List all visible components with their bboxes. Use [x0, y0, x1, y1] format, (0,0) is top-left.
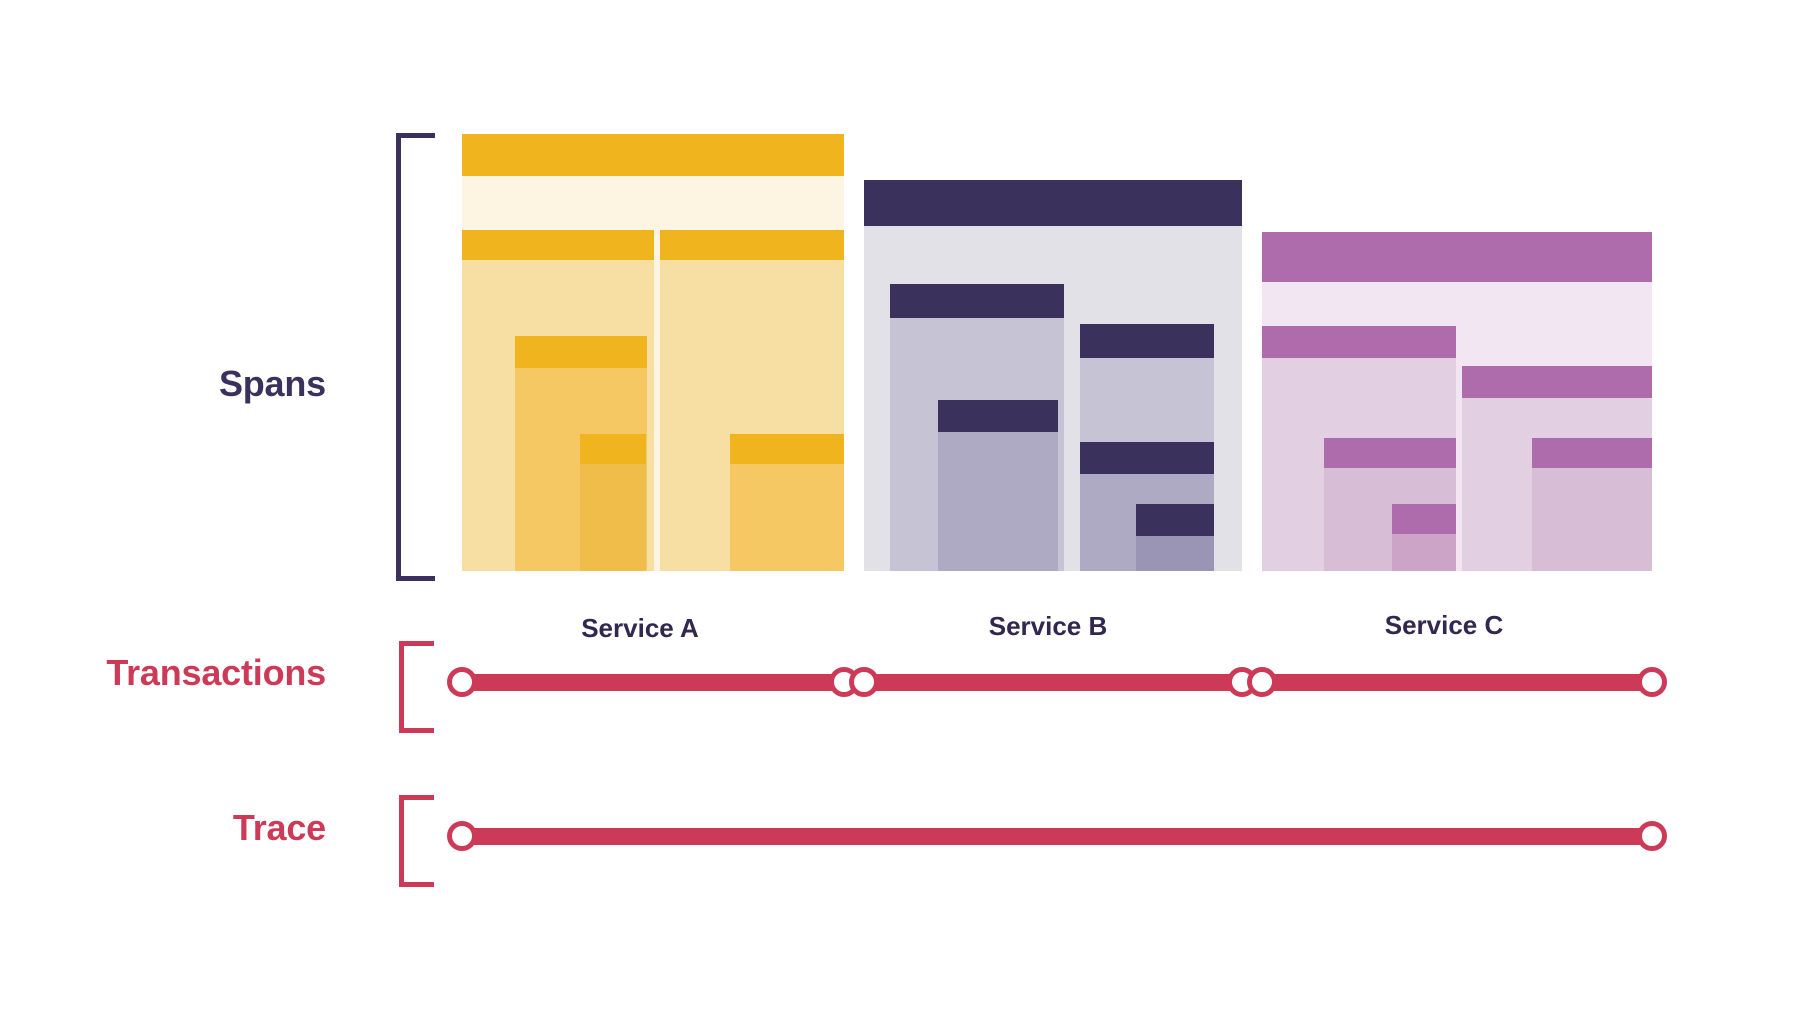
span-header	[1324, 438, 1456, 468]
service-caption-3: Service C	[1384, 610, 1504, 640]
trace-row-label: Trace	[232, 807, 326, 848]
span-header	[1080, 442, 1214, 474]
span-header	[1136, 504, 1214, 536]
transaction-2-bar	[864, 674, 1242, 691]
span-header	[515, 336, 647, 368]
transactions-row-label: Transactions	[106, 652, 326, 693]
transaction-3-end-node[interactable]	[1637, 667, 1667, 697]
transaction-1-bar	[462, 674, 844, 691]
span-header	[1392, 504, 1456, 534]
span-header	[864, 180, 1242, 226]
span-header	[1262, 232, 1652, 282]
transaction-3-bar	[1262, 674, 1652, 691]
service-caption-1: Service A	[581, 613, 699, 643]
span-header	[580, 434, 646, 464]
span-header	[1532, 438, 1652, 468]
span-header	[730, 434, 844, 464]
transaction-3-start-node[interactable]	[1247, 667, 1277, 697]
trace-end-node[interactable]	[1637, 821, 1667, 851]
service-caption-2: Service B	[988, 611, 1108, 641]
span-header	[1080, 324, 1214, 358]
trace-bracket	[399, 795, 434, 887]
span-header	[660, 230, 844, 260]
transaction-1-start-node[interactable]	[447, 667, 477, 697]
span-header	[462, 230, 654, 260]
span-header	[938, 400, 1058, 432]
spans-row-label: Spans	[218, 363, 326, 404]
trace-start-node[interactable]	[447, 821, 477, 851]
span-header	[890, 284, 1064, 318]
spans-waterfall	[462, 134, 1652, 571]
transaction-2-start-node[interactable]	[849, 667, 879, 697]
span-header	[1262, 326, 1456, 358]
span-header	[1462, 366, 1652, 398]
trace-bar	[462, 828, 1652, 845]
span-header	[462, 134, 844, 176]
spans-bracket	[396, 133, 435, 581]
transactions-bracket	[399, 641, 434, 733]
